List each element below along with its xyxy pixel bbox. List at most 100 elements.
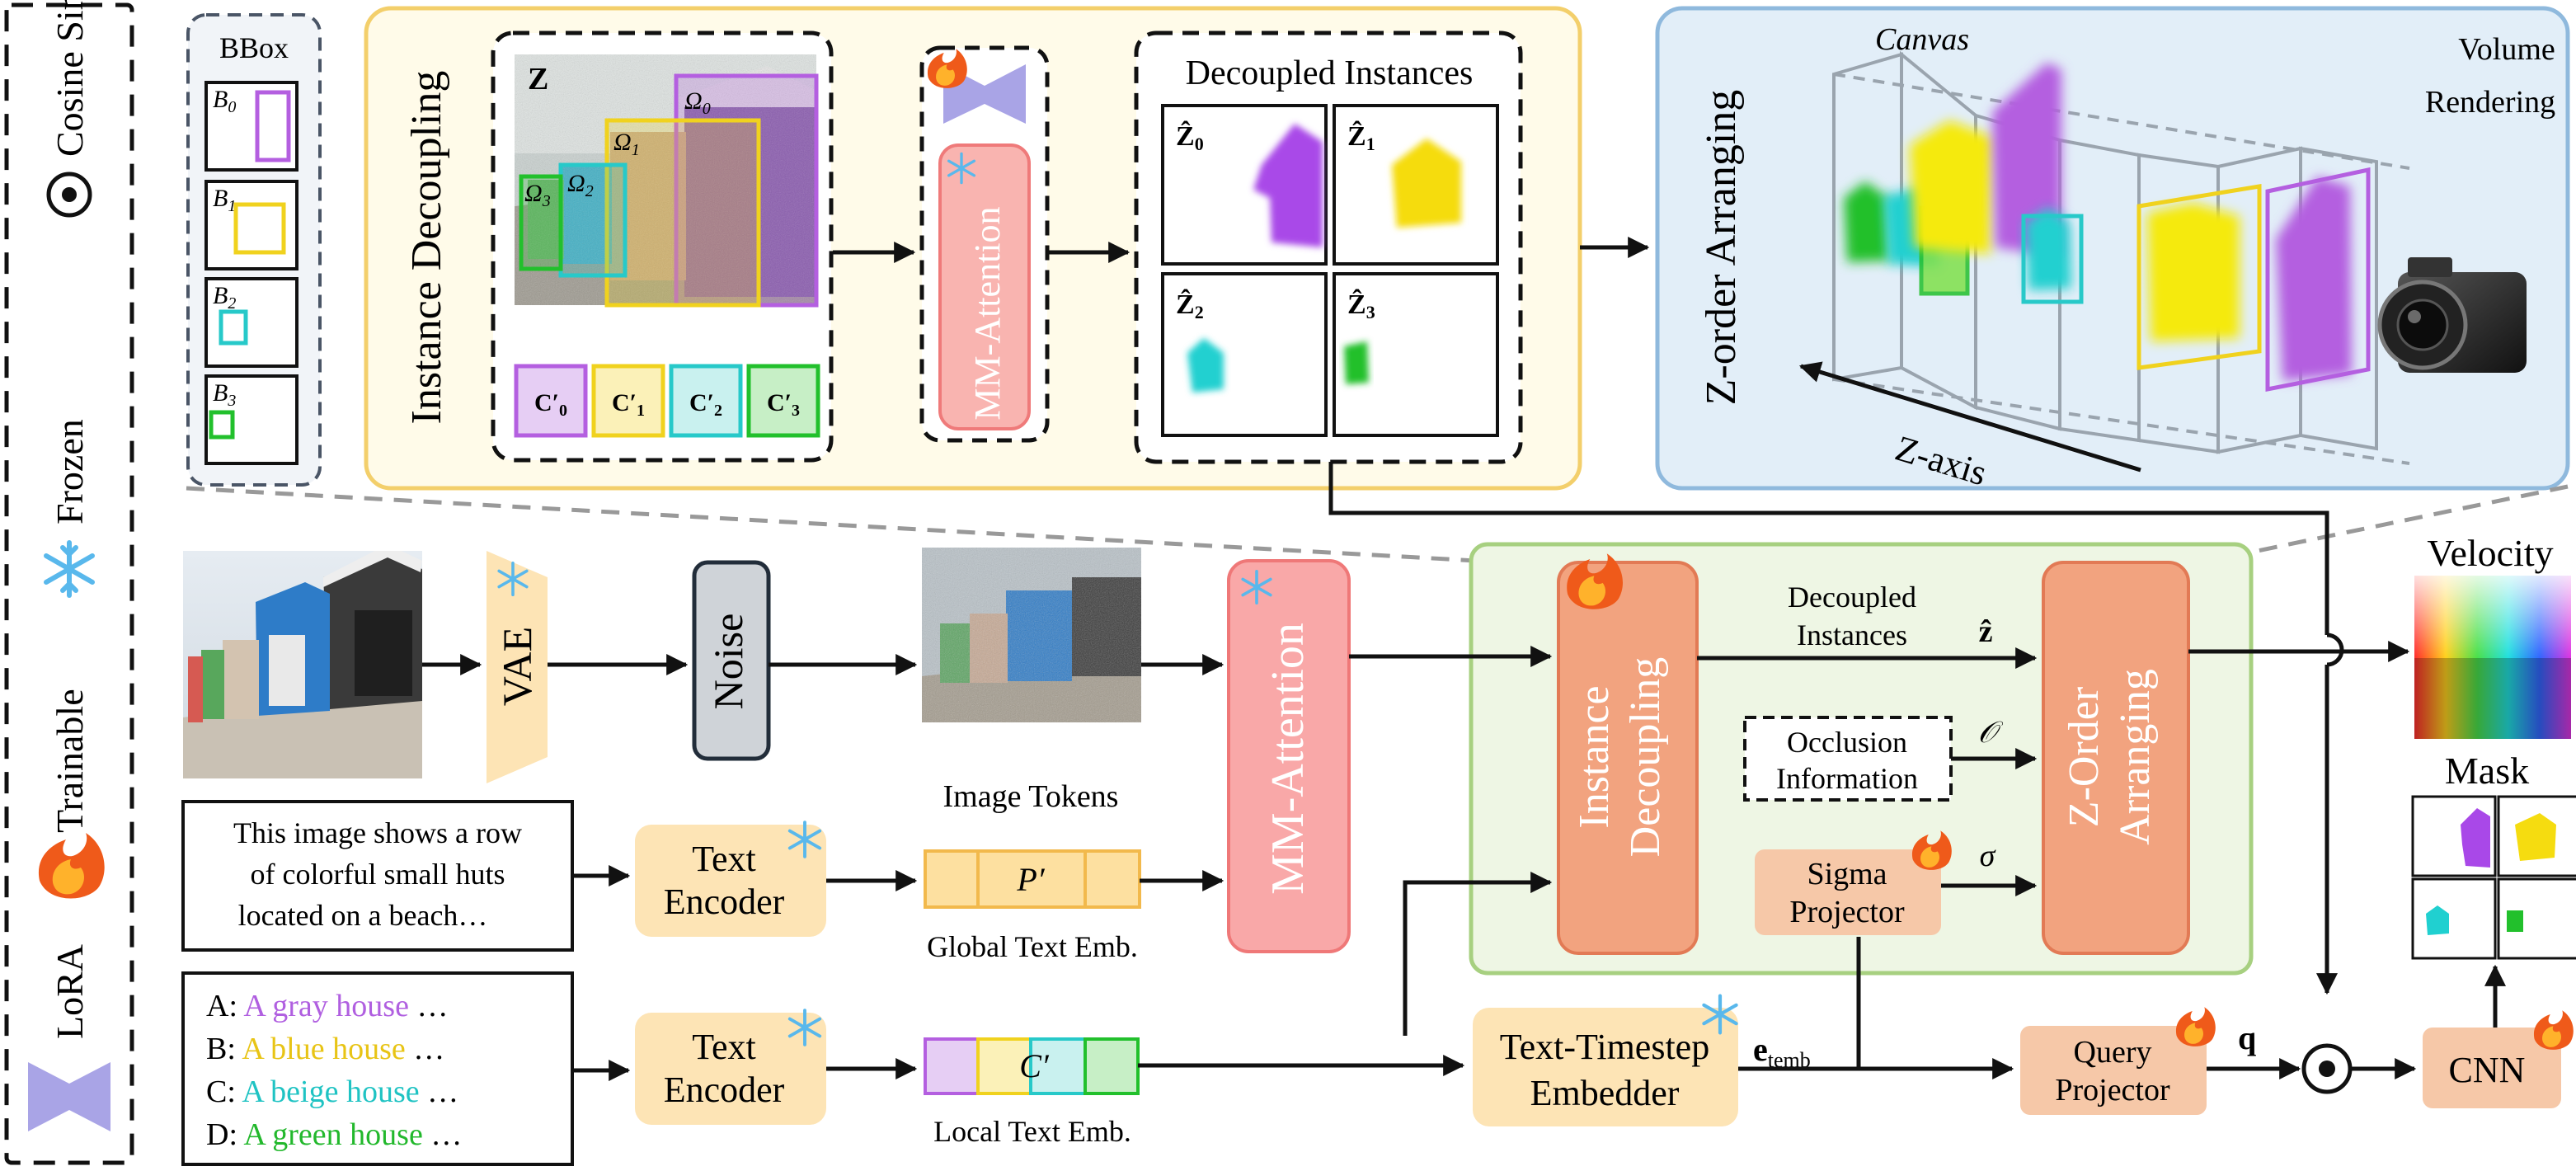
decoupling-panel-title: Instance Decoupling (403, 71, 450, 425)
mm-attention-label: MM-Attention (1262, 623, 1314, 895)
z-order-block-label-2: Arranging (2112, 669, 2159, 845)
instance-3: Ẑ3 (1333, 272, 1499, 437)
z-order-block-label: Z-Order (2061, 687, 2108, 827)
local-text-embedding: C′ (924, 1037, 1140, 1095)
omega-0-label: Ω0 (684, 87, 711, 118)
lora-icon (28, 1062, 110, 1131)
flame-icon (38, 833, 105, 899)
local-prompt-d: D: A green house … (206, 1117, 462, 1152)
svg-text:B0: B0 (213, 86, 236, 116)
noise-block: Noise (692, 560, 771, 761)
local-prompt-b: B: A blue house … (206, 1032, 444, 1066)
legend-panel: Cosine Similarity Frozen Trainable LoRA (4, 0, 134, 1165)
mask-label: Mask (2445, 750, 2529, 792)
bbox-title: BBox (219, 31, 289, 64)
velocity-label: Velocity (2427, 532, 2553, 574)
snowflake-icon (44, 540, 95, 598)
instance-0: Ẑ0 (1161, 104, 1328, 266)
svg-text:C′3: C′3 (767, 389, 800, 420)
z-hat-symbol: ẑ (1979, 614, 1993, 649)
text-encoder-label-2: Encoder (664, 1070, 785, 1110)
instance-1: Ẑ1 (1333, 104, 1499, 266)
image-tokens-label: Image Tokens (943, 779, 1119, 814)
volume-rendering-label: Volume (2458, 32, 2555, 67)
svg-text:B3: B3 (213, 379, 236, 410)
prompt-line-3: located on a beach… (238, 899, 488, 932)
bbox-b0: B0 (204, 81, 298, 172)
occlusion-label-2: Information (1776, 762, 1918, 795)
instance-2: Ẑ2 (1161, 272, 1328, 437)
prompt-line-1: This image shows a row (233, 816, 522, 849)
noisy-latent-image (515, 54, 816, 305)
vae-label: VAE (494, 627, 540, 706)
text-encoder-label-2: Encoder (664, 882, 785, 922)
q-symbol: q (2238, 1019, 2256, 1056)
sigma-projector-label-2: Projector (1789, 895, 1905, 929)
snowflake-icon (947, 152, 976, 185)
svg-text:B1: B1 (213, 185, 236, 215)
prompt-line-2: of colorful small huts (251, 858, 505, 891)
legend-lora-label: LoRA (49, 944, 91, 1039)
cnn-block: CNN (2423, 1010, 2574, 1108)
local-prompts: A: A gray house … B: A blue house … C: A… (181, 971, 574, 1166)
mm-attention-block: MM-Attention (1227, 559, 1351, 953)
omega-1-label: Ω1 (613, 129, 640, 159)
c-prime-tokens: C′0 C′1 C′2 C′3 (514, 364, 820, 438)
legend-cosine-label: Cosine Similarity (49, 0, 91, 157)
instance-decoupling-block-label-2: Decoupling (1622, 657, 1669, 858)
text-prompt: This image shows a row of colorful small… (181, 800, 574, 952)
decoupled-instances-label-2: Instances (1797, 618, 1907, 651)
flame-icon (1567, 553, 1623, 609)
global-text-encoder: Text Encoder (635, 821, 826, 937)
svg-text:Ẑ1: Ẑ1 (1347, 120, 1375, 154)
local-prompt-a: A: A gray house … (206, 989, 448, 1023)
z-order-arranging-panel: Z-order Arranging Canvas Volume Renderin… (1655, 6, 2570, 493)
decoupling-arranging-module: Instance Decoupling Z-Order Arranging De… (1469, 542, 2254, 976)
local-text-encoder: Text Encoder (635, 1009, 826, 1125)
query-projector: Query Projector (2020, 1007, 2216, 1115)
velocity-map (2414, 576, 2571, 739)
rendered-instances (1844, 63, 2371, 393)
e-temb-symbol: etemb (1753, 1031, 1811, 1072)
snowflake-icon (1241, 569, 1272, 605)
svg-text:C′1: C′1 (612, 389, 645, 420)
text-timestep-embedder: Text-Timestep Embedder (1473, 994, 1738, 1126)
svg-text:B2: B2 (213, 282, 236, 313)
svg-text:C′0: C′0 (534, 389, 567, 420)
sigma-symbol: σ (1980, 839, 1996, 873)
omega-3-label: Ω3 (524, 180, 551, 210)
noise-label: Noise (705, 614, 751, 710)
text-encoder-label: Text (692, 1027, 756, 1067)
cosine-similarity-icon (46, 172, 92, 218)
svg-text:Ẑ3: Ẑ3 (1347, 289, 1375, 322)
bbox-panel: BBox B0 B1 B2 B3 (186, 13, 322, 487)
p-prime-label: P′ (1016, 861, 1045, 898)
instance-decoupling-panel: Instance Decoupling Z Ω0 Ω1 Ω2 Ω3 (364, 6, 1582, 491)
svg-text:Ẑ2: Ẑ2 (1176, 289, 1204, 322)
local-prompt-c: C: A beige house … (206, 1075, 458, 1109)
sigma-projector-label: Sigma (1807, 857, 1887, 891)
mask-grid (2411, 795, 2576, 960)
query-projector-label: Query (2074, 1035, 2152, 1070)
occlusion-label: Occlusion (1787, 726, 1907, 759)
tte-label-2: Embedder (1530, 1073, 1680, 1113)
global-text-emb-label: Global Text Emb. (927, 930, 1138, 963)
flame-icon (927, 49, 967, 88)
image-tokens-image (922, 548, 1141, 722)
legend-trainable-label: Trainable (49, 689, 91, 833)
global-text-embedding: P′ (924, 849, 1141, 909)
omega-overlays (519, 73, 819, 308)
query-projector-label-2: Projector (2055, 1073, 2170, 1108)
bbox-b3: B3 (204, 374, 298, 465)
cnn-label: CNN (2449, 1050, 2526, 1090)
flame-icon (1911, 830, 1952, 870)
legend-frozen-label: Frozen (49, 419, 91, 524)
snowflake-icon (1702, 994, 1738, 1035)
tte-label: Text-Timestep (1500, 1027, 1709, 1067)
zorder-panel-title: Z-order Arranging (1698, 90, 1745, 406)
decoupled-instances-title: Decoupled Instances (1186, 54, 1474, 92)
latent-z-label: Z (528, 62, 548, 96)
camera-icon (2377, 257, 2527, 373)
snowflake-icon (497, 561, 529, 597)
